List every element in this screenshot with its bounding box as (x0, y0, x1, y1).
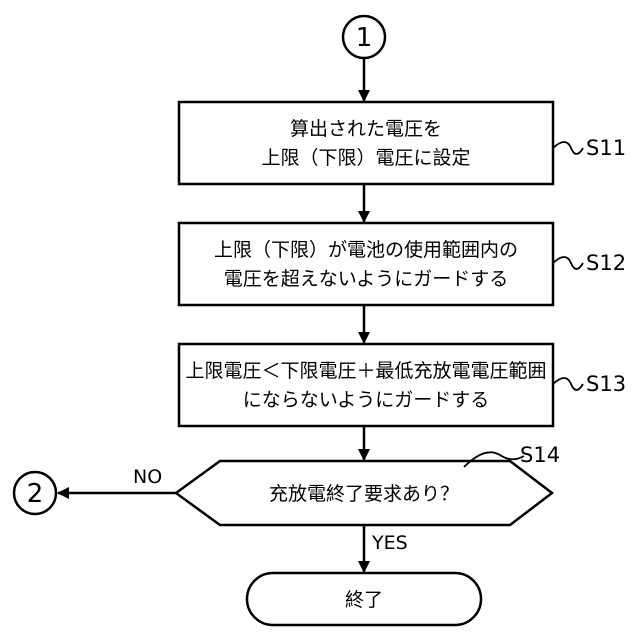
s13-step-label: S13 (586, 372, 626, 396)
start-connector-label: 1 (356, 23, 373, 53)
s14-question: 充放電終了要求あり？ (269, 483, 459, 505)
s11-leader-line (553, 142, 583, 154)
process-box-s12: 上限（下限）が電池の使用範囲内の 電圧を超えないようにガードする (179, 223, 553, 305)
terminal-label: 終了 (345, 589, 383, 611)
terminal-end: 終了 (247, 573, 481, 625)
process-box-s11: 算出された電圧を 上限（下限）電圧に設定 (179, 102, 553, 184)
s13-text-line-1: 上限電圧＜下限電圧＋最低充放電電圧範囲 (185, 360, 546, 382)
s13-leader-line (553, 378, 583, 390)
s11-box (179, 102, 553, 184)
s12-box (179, 223, 553, 305)
s13-text-line-2: にならないようにガードする (243, 389, 490, 411)
s12-step-label: S12 (586, 251, 626, 275)
process-box-s13: 上限電圧＜下限電圧＋最低充放電電圧範囲 にならないようにガードする (179, 344, 553, 426)
s12-text-line-1: 上限（下限）が電池の使用範囲内の (214, 239, 518, 261)
s14-step-label: S14 (520, 443, 560, 467)
s13-box (179, 344, 553, 426)
s11-step-label: S11 (586, 136, 626, 160)
s11-text-line-1: 算出された電圧を (290, 118, 442, 140)
start-connector: 1 (343, 16, 385, 58)
exit-connector: 2 (14, 472, 56, 514)
exit-connector-label: 2 (27, 479, 44, 509)
yes-branch-label: YES (371, 532, 408, 554)
decision-s14: 充放電終了要求あり？ (176, 461, 552, 525)
s12-text-line-2: 電圧を超えないようにガードする (224, 268, 509, 290)
no-branch-label: NO (133, 466, 162, 488)
s11-text-line-2: 上限（下限）電圧に設定 (261, 147, 470, 169)
s12-leader-line (553, 257, 583, 269)
